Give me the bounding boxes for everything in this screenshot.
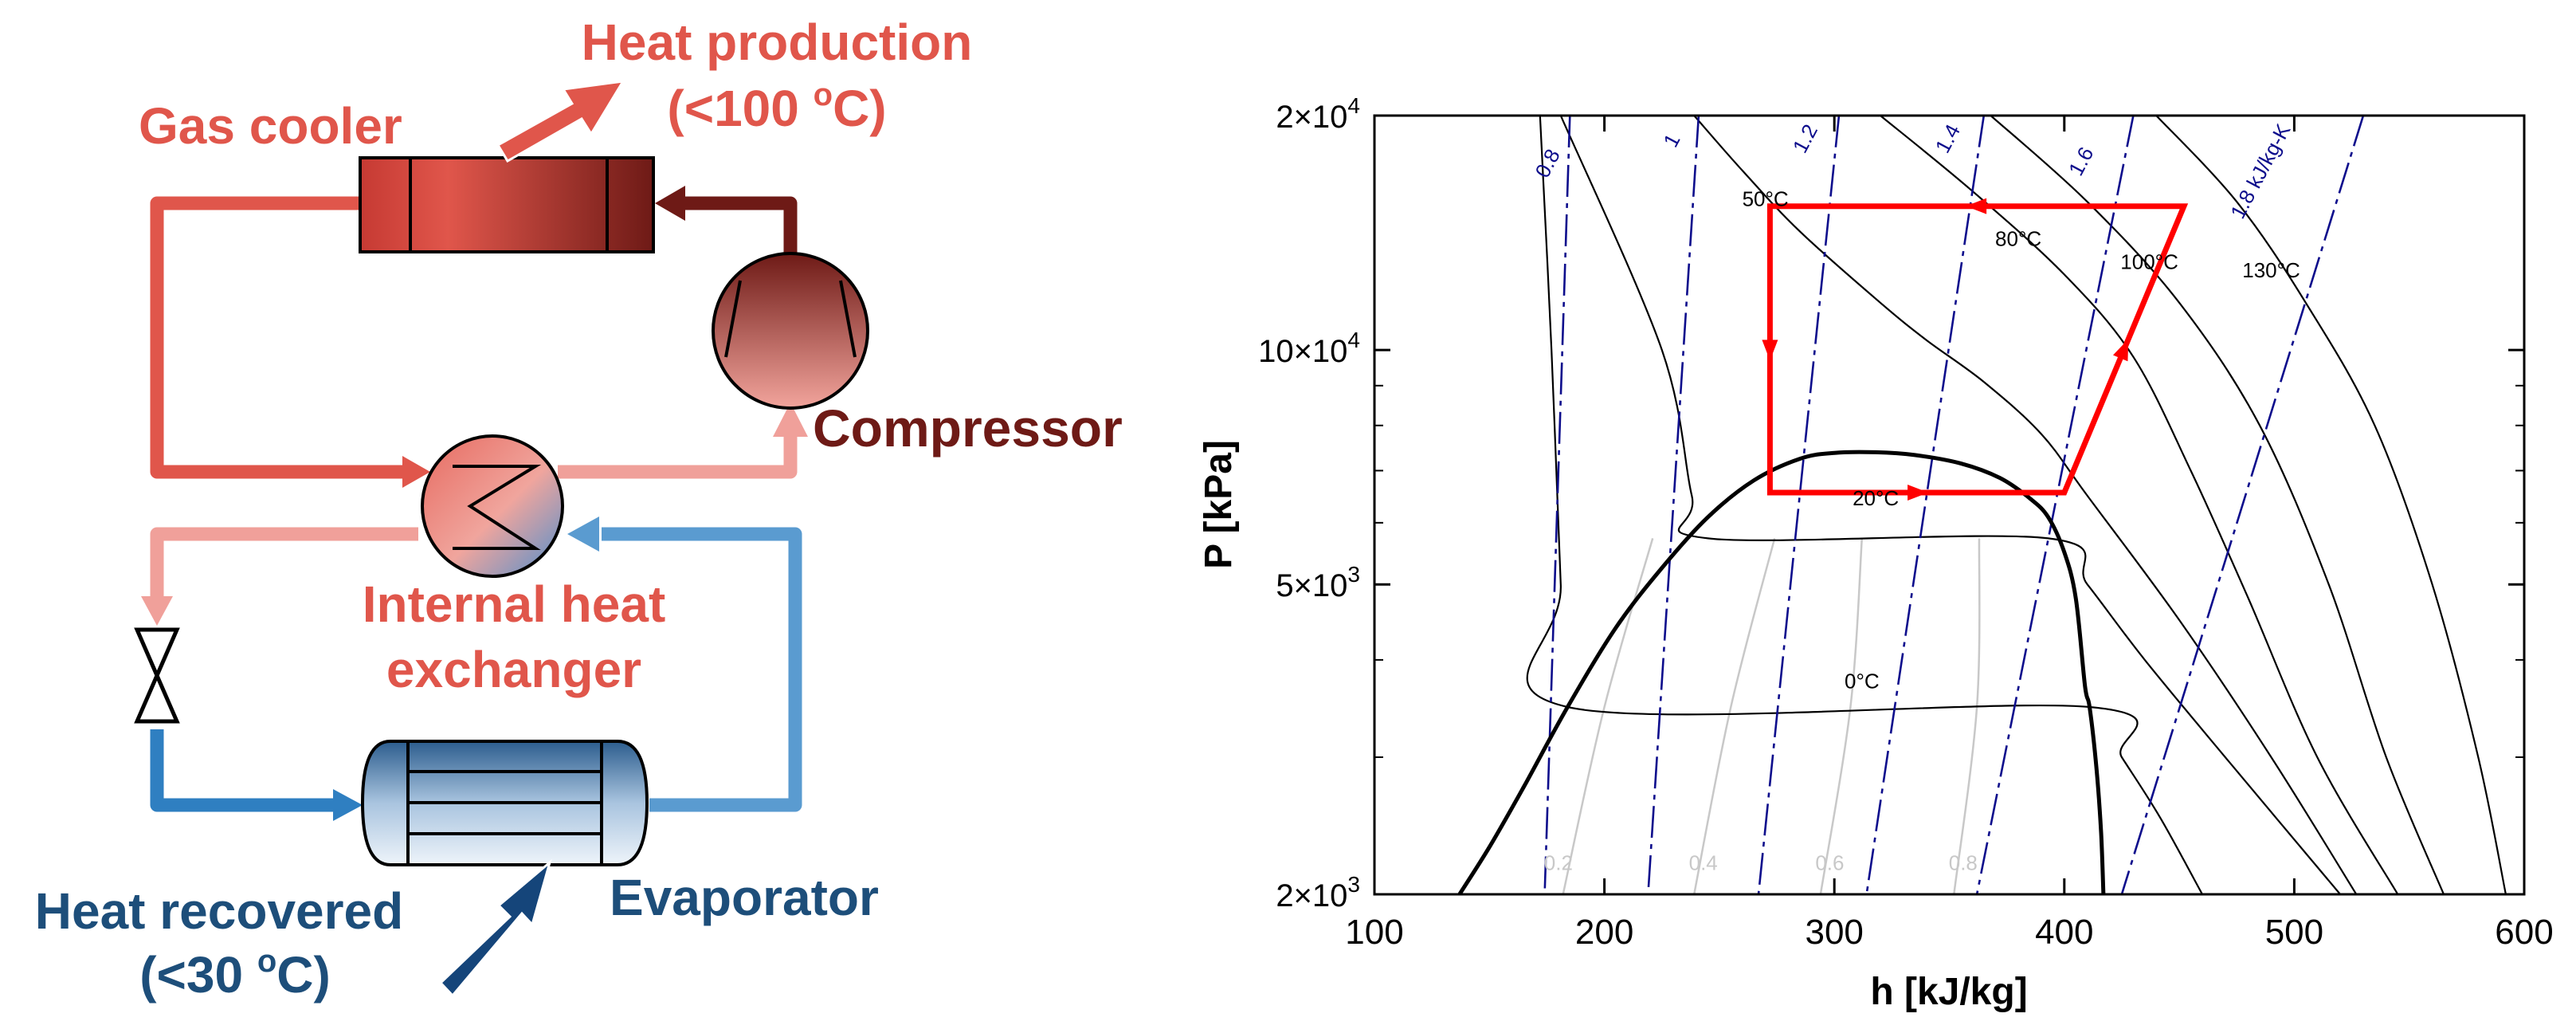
gas-cooler-label: Gas cooler	[139, 97, 402, 155]
y-tick-label: 2×104	[1276, 93, 1360, 135]
isotherm-label: 50°C	[1743, 187, 1789, 211]
quality-line-2	[1819, 538, 1864, 894]
isentrope-label: 1.4	[1931, 120, 1965, 157]
isotherm-label: 100°C	[2120, 250, 2178, 274]
saturation-dome	[1457, 450, 2106, 894]
heat-recovered-arrow-icon	[438, 858, 552, 998]
x-tick-label: 400	[2035, 913, 2093, 952]
compressor-label: Compressor	[813, 399, 1123, 458]
heat-production-range: (<100 oC)	[667, 77, 886, 137]
gas-cooler-icon	[359, 156, 655, 253]
co2-heat-pump-schematic: Heat production (<100 oC) Gas cooler Com…	[35, 14, 1123, 1004]
isentrope-line-2	[1757, 116, 1841, 894]
isentrope-line-3	[1865, 116, 1986, 894]
isentrope-label: 0.8	[1530, 145, 1564, 182]
saturation-dome-curve	[1457, 450, 2106, 894]
quality-line-1	[1692, 538, 1776, 894]
x-tick-label: 600	[2495, 913, 2553, 952]
isotherm-label: 20°C	[1853, 486, 1899, 510]
y-tick-label: 5×103	[1276, 562, 1360, 603]
y-tick-label: 2×103	[1276, 872, 1360, 913]
isotherm-label: 80°C	[1995, 227, 2041, 251]
heat-recovered-label: Heat recovered	[35, 882, 403, 940]
pipe-evaporator-to-ihx	[567, 516, 802, 812]
heat-production-label: Heat production	[582, 14, 973, 71]
isotherm-line-2	[1693, 116, 2358, 894]
x-tick-label: 200	[1575, 913, 1633, 952]
x-tick-label: 300	[1805, 913, 1863, 952]
internal-heat-exchanger-label-line2: exchanger	[386, 641, 641, 698]
isotherm-label: 130°C	[2242, 258, 2300, 282]
isotherm-line-0	[1559, 116, 2341, 894]
compressor-icon	[712, 252, 869, 410]
pipe-valve-to-evaporator	[150, 729, 363, 821]
isentrope-line-0	[1543, 116, 1571, 894]
pressure-enthalpy-chart: 0.2 0.4 0.6 0.8 20°C 0°C 50°C 80°C 100°C 130°C 0.8…	[1198, 93, 2554, 1013]
quality-line-3	[1953, 538, 1981, 894]
quality-line-label: 0.4	[1689, 850, 1718, 874]
isentrope-label: 1.6	[2064, 143, 2098, 179]
internal-heat-exchanger-label: Internal heat	[363, 575, 666, 633]
isentrope-line-4	[1975, 116, 2135, 894]
cycle-direction-arrow	[2112, 339, 2129, 362]
internal-heat-exchanger-icon	[421, 434, 564, 578]
quality-line-label: 0.8	[1949, 850, 1978, 874]
quality-line-label: 0.2	[1544, 850, 1573, 874]
isotherm-line-3	[1880, 116, 2399, 894]
pipe-ihx-to-compressor	[558, 403, 808, 479]
heat-pump-cycle	[1762, 198, 2189, 501]
expansion-valve-icon	[134, 627, 180, 724]
isentrope-label: 1.8 kJ/kg-K	[2225, 120, 2296, 222]
x-tick-label: 100	[1345, 913, 1403, 952]
cycle-direction-arrow	[1907, 484, 1929, 501]
isotherm-label: 0°C	[1845, 669, 1880, 693]
isentrope-line-5	[2120, 116, 2365, 894]
pipe-compressor-to-gas-cooler	[655, 186, 798, 255]
quality-line-label: 0.6	[1815, 850, 1844, 874]
heat-recovered-range: (<30 oC)	[139, 944, 331, 1004]
isentrope-label: 1.2	[1788, 120, 1822, 157]
isotherm-line-5	[2155, 116, 2507, 894]
evaporator-label: Evaporator	[610, 869, 879, 926]
isotherm-line-4	[1990, 116, 2445, 894]
pipe-ihx-to-valve	[141, 527, 418, 626]
axes: 100 200 300 400 500 600 2×103 5×103 10×104 2×104	[1258, 93, 2554, 952]
quality-line-0	[1562, 538, 1654, 894]
isotherm-line-1	[1526, 116, 2203, 894]
x-tick-label: 500	[2265, 913, 2323, 952]
isentrope-label: 1	[1658, 130, 1684, 151]
cycle-direction-arrow	[1966, 198, 1987, 214]
heat-production-arrow-icon	[496, 80, 625, 163]
x-axis-label: h [kJ/kg]	[1870, 971, 2027, 1013]
pipe-gas-cooler-to-ihx	[150, 196, 430, 488]
evaporator-icon	[360, 740, 649, 866]
quality-lines	[1562, 538, 1981, 894]
y-axis-label: P [kPa]	[1198, 440, 1240, 569]
y-tick-label: 10×104	[1258, 328, 1360, 369]
isentrope-line-1	[1647, 116, 1700, 894]
plot-frame	[1373, 114, 2526, 896]
cycle-direction-arrow	[1762, 340, 1778, 361]
isentrope-lines	[1543, 116, 2365, 894]
cycle-path	[1766, 203, 2189, 496]
